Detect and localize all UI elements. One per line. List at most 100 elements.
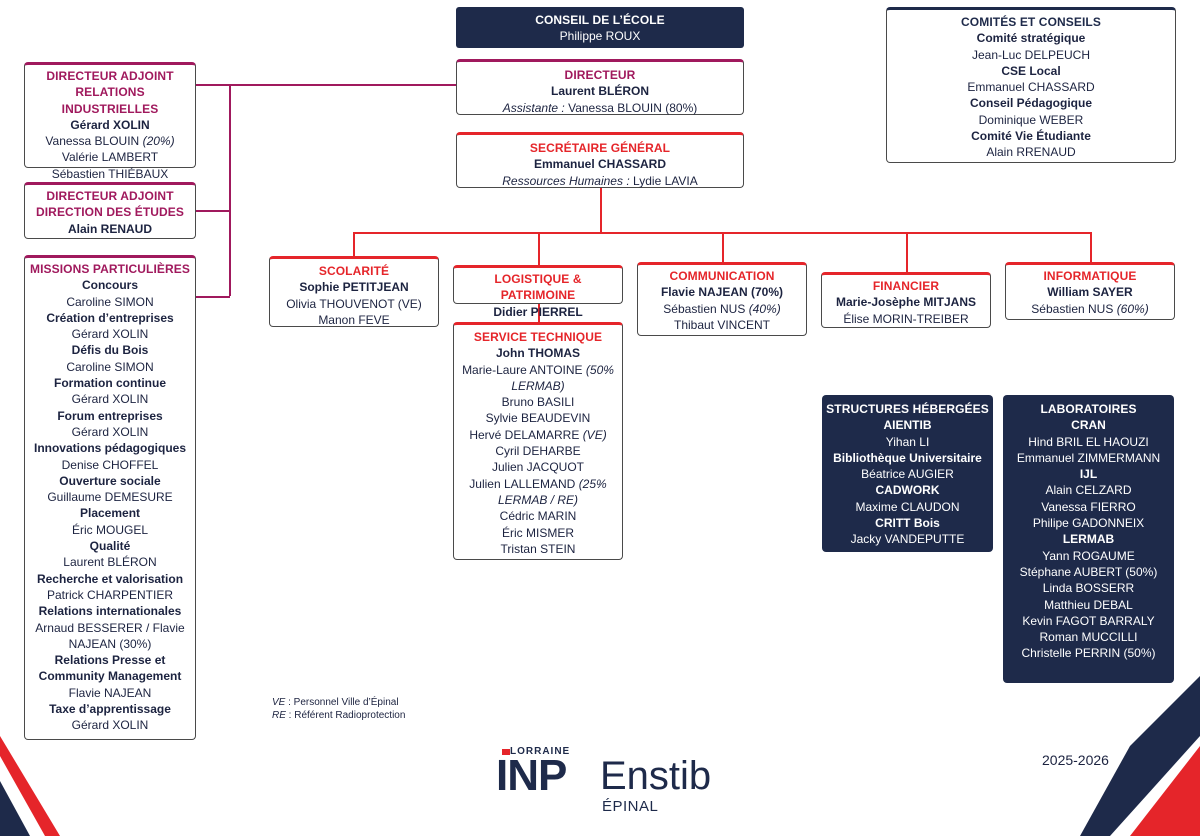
directeur-title: DIRECTEUR — [564, 68, 636, 82]
member-name: Sylvie BEAUDEVIN — [485, 411, 591, 426]
connector-line — [229, 84, 231, 296]
member-name: Sébastien NUS — [663, 301, 746, 316]
connector-line — [906, 232, 908, 272]
logistique-box: LOGISTIQUE & PATRIMOINE Didier PIERREL — [453, 265, 623, 319]
logo-red-dot — [502, 749, 510, 755]
member-percent: (60%) — [1116, 301, 1149, 316]
lab-label: CRAN — [1071, 418, 1106, 433]
lab-member: Hind BRIL EL HAOUZI — [1028, 434, 1149, 449]
conseil-title: CONSEIL DE L’ÉCOLE — [535, 13, 665, 27]
assistant-label: Assistante : — [502, 100, 565, 115]
member-note: LERMAB) — [511, 378, 565, 393]
structures-title: STRUCTURES HÉBERGÉES — [826, 402, 989, 416]
connector-line — [353, 232, 355, 256]
mission-name: Guillaume DEMESURE — [47, 490, 173, 505]
legend-key: RE — [272, 710, 286, 721]
lab-member: Yann ROGAUME — [1042, 548, 1135, 563]
mission-label: Taxe d’apprentissage — [49, 702, 171, 717]
mission-label: Relations internationales — [38, 604, 182, 619]
technique-member: Cyril DEHARBE — [458, 443, 618, 459]
corner-decoration-left — [0, 736, 60, 836]
secretaire-name: Emmanuel CHASSARD — [533, 157, 667, 172]
mission-name: Caroline SIMON — [66, 294, 154, 309]
comite-name: Jean-Luc DELPEUCH — [971, 47, 1091, 62]
lab-member: Alain CELZARD — [1045, 483, 1132, 498]
comite-label: Comité stratégique — [976, 31, 1086, 46]
member-name: Bruno BASILI — [501, 395, 575, 410]
comite-name: Alain RRENAUD — [986, 145, 1076, 160]
laboratoires-title: LABORATOIRES — [1040, 402, 1137, 416]
lab-member: Kevin FAGOT BARRALY — [1022, 613, 1155, 628]
mission-name: Gérard XOLIN — [71, 392, 149, 407]
adjoint-de-subtitle: DIRECTION DES ÉTUDES — [35, 205, 184, 220]
member-note: LERMAB / RE) — [497, 492, 578, 507]
technique-member: Tristan STEIN — [458, 541, 618, 557]
comite-label: CSE Local — [1001, 63, 1061, 78]
adjoint-ri-title: DIRECTEUR ADJOINT — [46, 69, 174, 83]
rh-name: Lydie LAVIA — [633, 173, 698, 188]
connector-line — [538, 304, 540, 322]
structure-label: CRITT Bois — [875, 516, 940, 531]
comites-box: COMITÉS ET CONSEILS Comité stratégique J… — [886, 7, 1176, 163]
technique-member: Hervé DELAMARRE (VE) — [458, 427, 618, 443]
connector-line — [353, 232, 1090, 234]
mission-label: Formation continue — [54, 376, 166, 391]
adjoint-de-title: DIRECTEUR ADJOINT — [46, 189, 174, 203]
member-percent: (40%) — [748, 301, 781, 316]
logo-name: Enstib — [600, 754, 712, 798]
member-name: Marie-Laure ANTOINE — [462, 362, 583, 377]
secretaire-box: SECRÉTAIRE GÉNÉRAL Emmanuel CHASSARD Res… — [456, 132, 744, 188]
legend-text: : Personnel Ville d’Épinal — [285, 697, 399, 708]
lab-member: Matthieu DEBAL — [1044, 597, 1133, 612]
scolarite-title: SCOLARITÉ — [318, 264, 390, 278]
informatique-box: INFORMATIQUE William SAYER Sébastien NUS… — [1005, 262, 1175, 320]
lab-member: Emmanuel ZIMMERMANN — [1016, 450, 1161, 465]
mission-label: Forum entreprises — [57, 408, 163, 423]
adjoint-ri-box: DIRECTEUR ADJOINT RELATIONS INDUSTRIELLE… — [24, 62, 196, 181]
financier-title: FINANCIER — [872, 279, 940, 293]
member-name: Cyril DEHARBE — [495, 444, 581, 459]
informatique-title: INFORMATIQUE — [1043, 269, 1137, 283]
member-name: Vanessa BLOUIN — [45, 134, 140, 149]
logo-inp: INP — [496, 751, 567, 800]
adjoint-de-box: DIRECTEUR ADJOINT DIRECTION DES ÉTUDES A… — [24, 182, 196, 239]
structure-label: AIENTIB — [883, 418, 932, 433]
member-note: (VE) — [582, 427, 607, 442]
logistique-title: LOGISTIQUE & PATRIMOINE — [494, 272, 582, 303]
member-note: (50% — [585, 362, 614, 377]
member-name: Thibaut VINCENT — [673, 317, 771, 332]
lab-member: Philipe GADONNEIX — [1032, 516, 1145, 531]
member-name: Julien LALLEMAND — [469, 476, 576, 491]
comite-name: Dominique WEBER — [978, 112, 1084, 127]
logo-city: ÉPINAL — [602, 798, 659, 815]
missions-title: MISSIONS PARTICULIÈRES — [30, 262, 190, 276]
legend-key: VE — [272, 697, 286, 708]
scolarite-head: Sophie PETITJEAN — [299, 280, 409, 295]
assistant-name: Vanessa BLOUIN (80%) — [568, 100, 698, 115]
mission-name: Caroline SIMON — [66, 359, 154, 374]
financier-box: FINANCIER Marie-Josèphe MITJANS Élise MO… — [821, 272, 991, 328]
technique-member: LERMAB / RE) — [458, 492, 618, 508]
structure-name: Jacky VANDEPUTTE — [850, 532, 965, 547]
member-name: Élise MORIN-TREIBER — [843, 311, 969, 326]
lab-member: Linda BOSSERR — [1042, 581, 1135, 596]
legend: VE : Personnel Ville d’Épinal RE : Référ… — [272, 696, 405, 722]
mission-name: Arnaud BESSERER / Flavie NAJEAN (30%) — [35, 620, 185, 651]
connector-line — [196, 210, 230, 212]
financier-head: Marie-Josèphe MITJANS — [835, 295, 977, 310]
technique-title: SERVICE TECHNIQUE — [473, 330, 603, 344]
comites-title: COMITÉS ET CONSEILS — [961, 15, 1101, 29]
technique-member: Marie-Laure ANTOINE (50% — [458, 362, 618, 378]
technique-member: Sylvie BEAUDEVIN — [458, 410, 618, 426]
mission-label: Innovations pédagogiques — [33, 441, 186, 456]
mission-label: Défis du Bois — [71, 343, 149, 358]
technique-member: Cédric MARIN — [458, 508, 618, 524]
technique-head: John THOMAS — [496, 346, 580, 361]
member-name: Hervé DELAMARRE — [469, 427, 580, 442]
member-name: Tristan STEIN — [500, 541, 576, 556]
mission-label: Relations Presse et Community Management — [38, 653, 182, 684]
adjoint-de-head: Alain RENAUD — [67, 221, 152, 236]
enstib-logo: LORRAINE INP Enstib ÉPINAL — [496, 746, 711, 816]
structure-label: Bibliothèque Universitaire — [833, 450, 982, 465]
connector-line — [1090, 232, 1092, 262]
